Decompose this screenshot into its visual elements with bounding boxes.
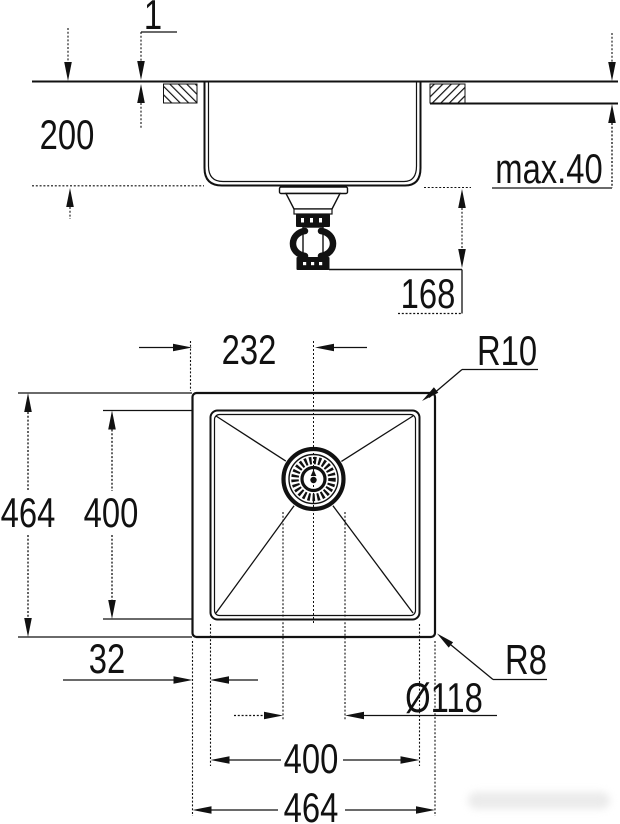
dim-outer-depth	[24, 393, 32, 637]
dim-inner-width	[210, 756, 420, 764]
dim-bowl-depth	[64, 28, 74, 219]
drain-pin	[310, 476, 317, 484]
dim-label-rim-reveal: 1	[143, 0, 163, 38]
countertop-hatch-left	[163, 83, 198, 104]
plan-bowl-rect-outer	[209, 409, 421, 621]
dim-drain-diameter	[234, 711, 497, 720]
dim-label-radius-outer: R8	[505, 636, 547, 683]
bowl-diagonals	[215, 415, 414, 614]
drain-strainer	[281, 446, 346, 512]
dim-center-offset	[139, 343, 367, 352]
dim-inner-depth	[108, 410, 116, 619]
dim-label-inner-depth: 400	[83, 489, 139, 536]
side-section-view	[32, 28, 618, 315]
bowl-outline-inner	[207, 82, 418, 183]
dim-rim-reveal	[137, 31, 177, 129]
dim-label-edge-inset: 32	[88, 635, 126, 682]
countertop-hatch-right	[429, 83, 466, 104]
dim-countertop-thickness	[492, 33, 616, 189]
dim-label-bowl-depth: 200	[39, 111, 95, 158]
dim-label-countertop-thickness: max.40	[495, 145, 603, 192]
drain-trap-right-hook	[317, 227, 337, 260]
leader-radius-outer	[437, 633, 547, 681]
extension-lines-solid	[18, 392, 192, 638]
dim-label-outer-depth: 464	[0, 489, 56, 536]
leader-radius-inner	[422, 368, 538, 401]
dim-label-drain-height: 168	[400, 270, 456, 317]
dim-label-radius-inner: R10	[476, 327, 538, 374]
drain-assembly	[278, 186, 349, 270]
dim-label-center-offset: 232	[221, 326, 277, 373]
dim-drain-height	[329, 189, 466, 315]
bowl-outline-outer	[203, 82, 422, 187]
dim-outer-width	[192, 806, 435, 814]
dim-label-outer-width: 464	[283, 784, 339, 824]
plan-view	[18, 341, 547, 816]
drain-trap-left-hook	[289, 227, 309, 260]
plan-bowl-rect-inner	[213, 413, 417, 617]
dim-label-inner-width: 400	[283, 735, 339, 782]
dim-edge-inset	[63, 676, 258, 684]
watermark-smudge	[468, 792, 610, 809]
extension-lines	[189, 341, 436, 816]
dim-label-drain-diameter: Ø118	[405, 674, 483, 721]
